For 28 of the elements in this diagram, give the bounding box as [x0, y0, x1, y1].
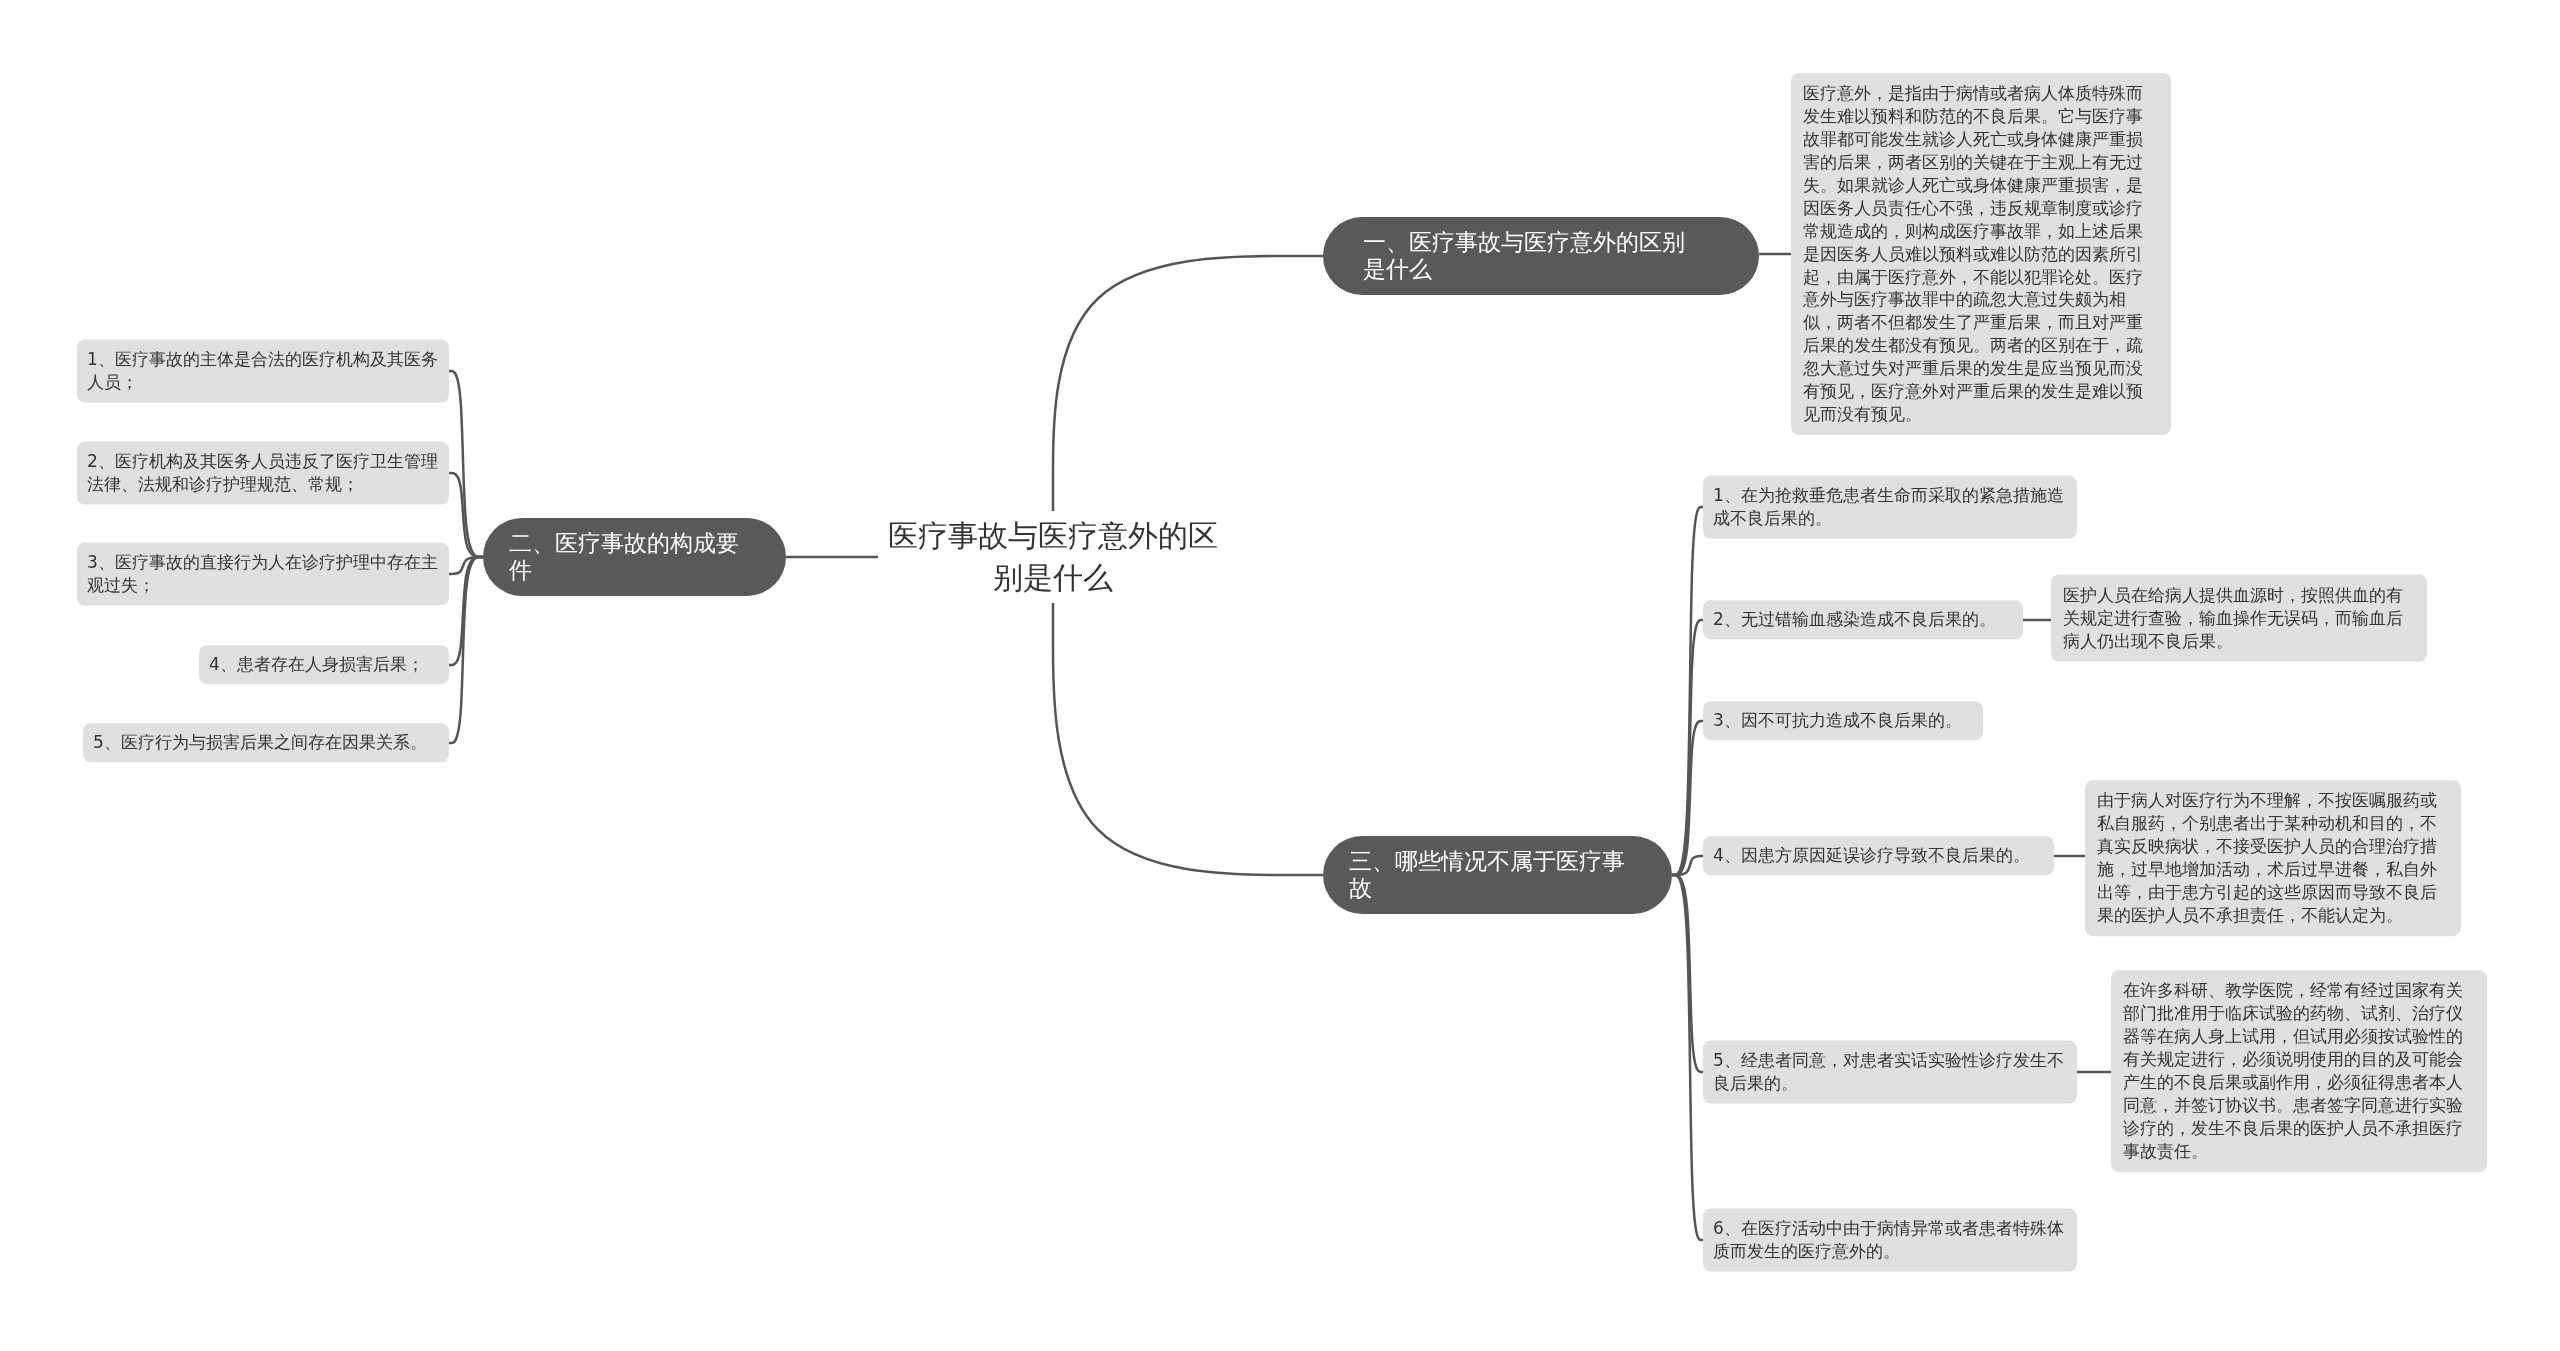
note-box: 医疗意外，是指由于病情或者病人体质特殊而发生难以预料和防范的不良后果。它与医疗事故罪都可能发生就诊人死亡或身体健康严重损害的后果，两者区别的关键在于主观上有无过失。如果就诊人死亡或身体健康严重损害，是因医务人员责任心不强，违反规章制度或诊疗常规造成的，则构成医疗事故罪，如上述后果是因医务人员难以预料或难以防范的因素所引起，由属于医疗意外，不能以犯罪论处。医疗意外与医疗事故罪中的疏忽大意过失颇为相似，两者不但都发生了严重后果，而且对严重后果的发生都没有预见。两者的区别在于，疏忽大意过失对严重后果的发生是应当预见而没有预见，医疗意外对严重后果的发生是难以预见而没有预见。 — [1791, 72, 2171, 436]
note-box: 医护人员在给病人提供血源时，按照供血的有关规定进行查验，输血操作无误码，而输血后病人仍出现不良后果。 — [2051, 574, 2427, 662]
connector-line — [1759, 252, 1791, 256]
branch-topic: 一、医疗事故与医疗意外的区别是什么 — [1323, 217, 1759, 295]
connector-line — [1671, 873, 1704, 1242]
subtopic-box: 2、无过错输血感染造成不良后果的。 — [1703, 600, 2023, 640]
subtopic-box: 5、医疗行为与损害后果之间存在因果关系。 — [83, 723, 449, 763]
connector-line — [449, 555, 483, 745]
branch-topic: 三、哪些情况不属于医疗事故 — [1323, 836, 1672, 914]
subtopic-box: 4、患者存在人身损害后果； — [199, 645, 449, 685]
subtopic-box: 5、经患者同意，对患者实话实验性诊疗发生不良后果的。 — [1703, 1040, 2077, 1104]
connector-line — [1051, 254, 1323, 511]
subtopic-box: 1、医疗事故的主体是合法的医疗机构及其医务人员； — [77, 339, 449, 403]
connector-line — [2054, 854, 2085, 858]
subtopic-box: 4、因患方原因延误诊疗导致不良后果的。 — [1703, 836, 2054, 876]
branch-topic: 二、医疗事故的构成要件 — [483, 518, 786, 596]
subtopic-box: 3、医疗事故的直接行为人在诊疗护理中存在主观过失； — [77, 542, 449, 606]
subtopic-box: 6、在医疗活动中由于病情异常或者患者特殊体质而发生的医疗意外的。 — [1703, 1208, 2077, 1272]
note-box: 在许多科研、教学医院，经常有经过国家有关部门批准用于临床试验的药物、试剂、治疗仪器等在病人身上试用，但试用必须按试验性的有关规定进行，必须说明使用的目的及可能会产生的不良后果或副作用，必须征得患者本人同意，并签订协议书。患者签字同意进行实验诊疗的，发生不良后果的医护人员不承担医疗事故责任。 — [2111, 970, 2487, 1172]
subtopic-box: 1、在为抢救垂危患者生命而采取的紧急措施造成不良后果的。 — [1703, 475, 2077, 539]
connector-line — [1051, 603, 1323, 877]
connector-line — [2077, 1070, 2111, 1074]
connector-line — [786, 555, 878, 559]
subtopic-box: 3、因不可抗力造成不良后果的。 — [1703, 701, 1983, 741]
connector-line — [2023, 618, 2051, 622]
subtopic-box: 2、医疗机构及其医务人员违反了医疗卫生管理法律、法规和诊疗护理规范、常规； — [77, 441, 449, 505]
note-box: 由于病人对医疗行为不理解，不按医嘱服药或私自服药，个别患者出于某种动机和目的，不真实反映病状，不接受医护人员的合理治疗措施，过早地增加活动，术后过早进餐，私自外出等，由于患方引起的这些原因而导致不良后果的医护人员不承担责任，不能认定为。 — [2085, 780, 2461, 936]
central-topic: 医疗事故与医疗意外的区别是什么 — [878, 511, 1228, 603]
